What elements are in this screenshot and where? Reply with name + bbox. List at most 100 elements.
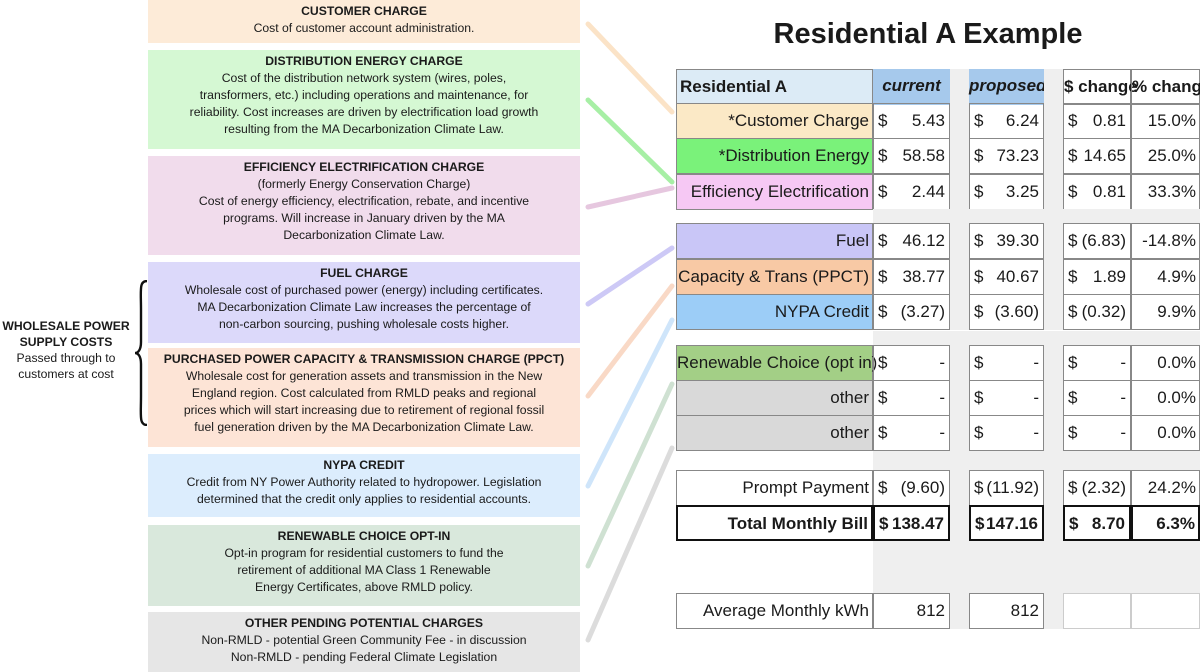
- group-separator: [676, 331, 1200, 345]
- row-proposed: $147.16: [969, 505, 1044, 541]
- distribution-charge-box: DISTRIBUTION ENERGY CHARGE Cost of the d…: [148, 50, 580, 149]
- currency-symbol: $: [878, 353, 888, 372]
- row-change-value: 8.70: [1091, 514, 1125, 533]
- currency-symbol: $: [974, 302, 984, 321]
- group-separator: [676, 209, 1200, 223]
- currency-symbol: $: [1068, 423, 1078, 442]
- row-change: $0.81: [1063, 103, 1131, 139]
- distribution-charge-title: DISTRIBUTION ENERGY CHARGE: [265, 54, 463, 68]
- row-change: $-: [1063, 380, 1131, 416]
- row-proposed: $73.23: [969, 138, 1044, 174]
- nypa-desc-line: determined that the credit only applies …: [197, 492, 531, 506]
- row-change: $(6.83): [1063, 223, 1131, 259]
- currency-symbol: $: [974, 353, 984, 372]
- connector-renewable: [585, 381, 675, 569]
- row-proposed-value: 39.30: [996, 231, 1039, 250]
- group-separator: [676, 451, 1200, 470]
- currency-symbol: $: [974, 146, 984, 165]
- row-proposed-value: (3.60): [994, 302, 1039, 321]
- row-label: *Customer Charge: [676, 103, 873, 139]
- wholesale-title-line: WHOLESALE POWER: [2, 319, 130, 333]
- row-current-value: -: [939, 423, 945, 442]
- row-current-value: (9.60): [900, 478, 945, 497]
- currency-symbol: $: [975, 514, 985, 533]
- row-pct: 0.0%: [1131, 380, 1200, 416]
- ppct-desc-line: Wholesale cost for generation assets and…: [185, 369, 543, 383]
- efficiency-desc-line: (formerly Energy Conservation Charge): [257, 177, 471, 191]
- group-separator: [676, 541, 1200, 593]
- row-label: other: [676, 380, 873, 416]
- currency-symbol: $: [878, 423, 888, 442]
- currency-symbol: $: [974, 231, 984, 250]
- other-charges-box: OTHER PENDING POTENTIAL CHARGES Non-RMLD…: [148, 612, 580, 672]
- kwh-proposed-value: 812: [1010, 601, 1039, 620]
- currency-symbol: $: [878, 267, 888, 286]
- currency-symbol: $: [878, 146, 888, 165]
- currency-symbol: $: [1068, 231, 1078, 250]
- ppct-desc-line: prices which will start increasing due t…: [183, 403, 545, 417]
- connector-ppct: [585, 283, 675, 399]
- customer-charge-title: CUSTOMER CHARGE: [301, 4, 427, 18]
- distribution-desc-line: transformers, etc.) including operations…: [199, 88, 529, 102]
- currency-symbol: $: [974, 182, 984, 201]
- row-current: $(3.27): [873, 294, 950, 330]
- row-change: $1.89: [1063, 259, 1131, 295]
- header-dollar-change: $ change: [1063, 69, 1138, 105]
- row-proposed: $-: [969, 380, 1044, 416]
- efficiency-desc-line: Decarbonization Climate Law.: [283, 228, 445, 242]
- row-current: $-: [873, 345, 950, 381]
- row-current-value: 5.43: [911, 111, 945, 130]
- row-pct: 15.0%: [1131, 103, 1200, 139]
- row-current: $-: [873, 415, 950, 451]
- row-current: $138.47: [873, 505, 950, 541]
- table-row: Renewable Choice (opt in)$-$-$-0.0%: [676, 345, 1200, 381]
- table-row: Prompt Payment$(9.60)$(11.92)$(2.32)24.2…: [676, 470, 1200, 506]
- row-change-value: -: [1120, 423, 1126, 442]
- row-pct: -14.8%: [1131, 223, 1200, 259]
- row-pct: 0.0%: [1131, 345, 1200, 381]
- row-current: $ (9.60): [873, 470, 950, 506]
- efficiency-desc-line: Cost of energy efficiency, electrificati…: [198, 194, 530, 208]
- currency-symbol: $: [878, 302, 888, 321]
- row-proposed-value: -: [1033, 353, 1039, 372]
- row-current: $38.77: [873, 259, 950, 295]
- row-pct: 9.9%: [1131, 294, 1200, 330]
- connector-fuel: [585, 245, 675, 307]
- row-change: $8.70: [1063, 505, 1131, 541]
- row-proposed-value: 73.23: [996, 146, 1039, 165]
- currency-symbol: $: [1069, 514, 1079, 533]
- currency-symbol: $: [974, 478, 984, 497]
- table-row: Capacity & Trans (PPCT)$38.77$40.67$1.89…: [676, 259, 1200, 295]
- row-pct: 4.9%: [1131, 259, 1200, 295]
- row-pct: 25.0%: [1131, 138, 1200, 174]
- row-label: other: [676, 415, 873, 451]
- currency-symbol: $: [878, 478, 888, 497]
- row-current-value: 58.58: [902, 146, 945, 165]
- wholesale-sub-line: Passed through to: [16, 351, 116, 365]
- row-pct: 6.3%: [1131, 505, 1200, 541]
- row-current: $58.58: [873, 138, 950, 174]
- row-proposed-value: 3.25: [1005, 182, 1039, 201]
- currency-symbol: $: [878, 182, 888, 201]
- kwh-current-value: 812: [916, 601, 945, 620]
- kwh-change-empty: [1063, 593, 1131, 629]
- row-change-value: (2.32): [1081, 478, 1126, 497]
- nypa-credit-title: NYPA CREDIT: [323, 458, 405, 472]
- row-current: $5.43: [873, 103, 950, 139]
- renewable-desc-line: Energy Certificates, above RMLD policy.: [255, 580, 473, 594]
- renewable-choice-title: RENEWABLE CHOICE OPT-IN: [277, 529, 451, 543]
- ppct-charge-title: PURCHASED POWER CAPACITY & TRANSMISSION …: [163, 352, 565, 366]
- row-label: Capacity & Trans (PPCT): [676, 259, 873, 295]
- wholesale-supply-label: WHOLESALE POWER SUPPLY COSTS Passed thro…: [0, 318, 132, 382]
- nypa-desc-line: Credit from NY Power Authority related t…: [186, 475, 542, 489]
- currency-symbol: $: [1068, 111, 1078, 130]
- row-current: $2.44: [873, 174, 950, 210]
- row-change-value: 1.89: [1092, 267, 1126, 286]
- table-title: Residential A Example: [773, 18, 1083, 50]
- row-change: $-: [1063, 345, 1131, 381]
- row-change: $(0.32): [1063, 294, 1131, 330]
- ppct-desc-line: fuel generation driven by the MA Decarbo…: [194, 420, 534, 434]
- row-current-value: -: [939, 388, 945, 407]
- curly-brace-icon: [134, 280, 148, 426]
